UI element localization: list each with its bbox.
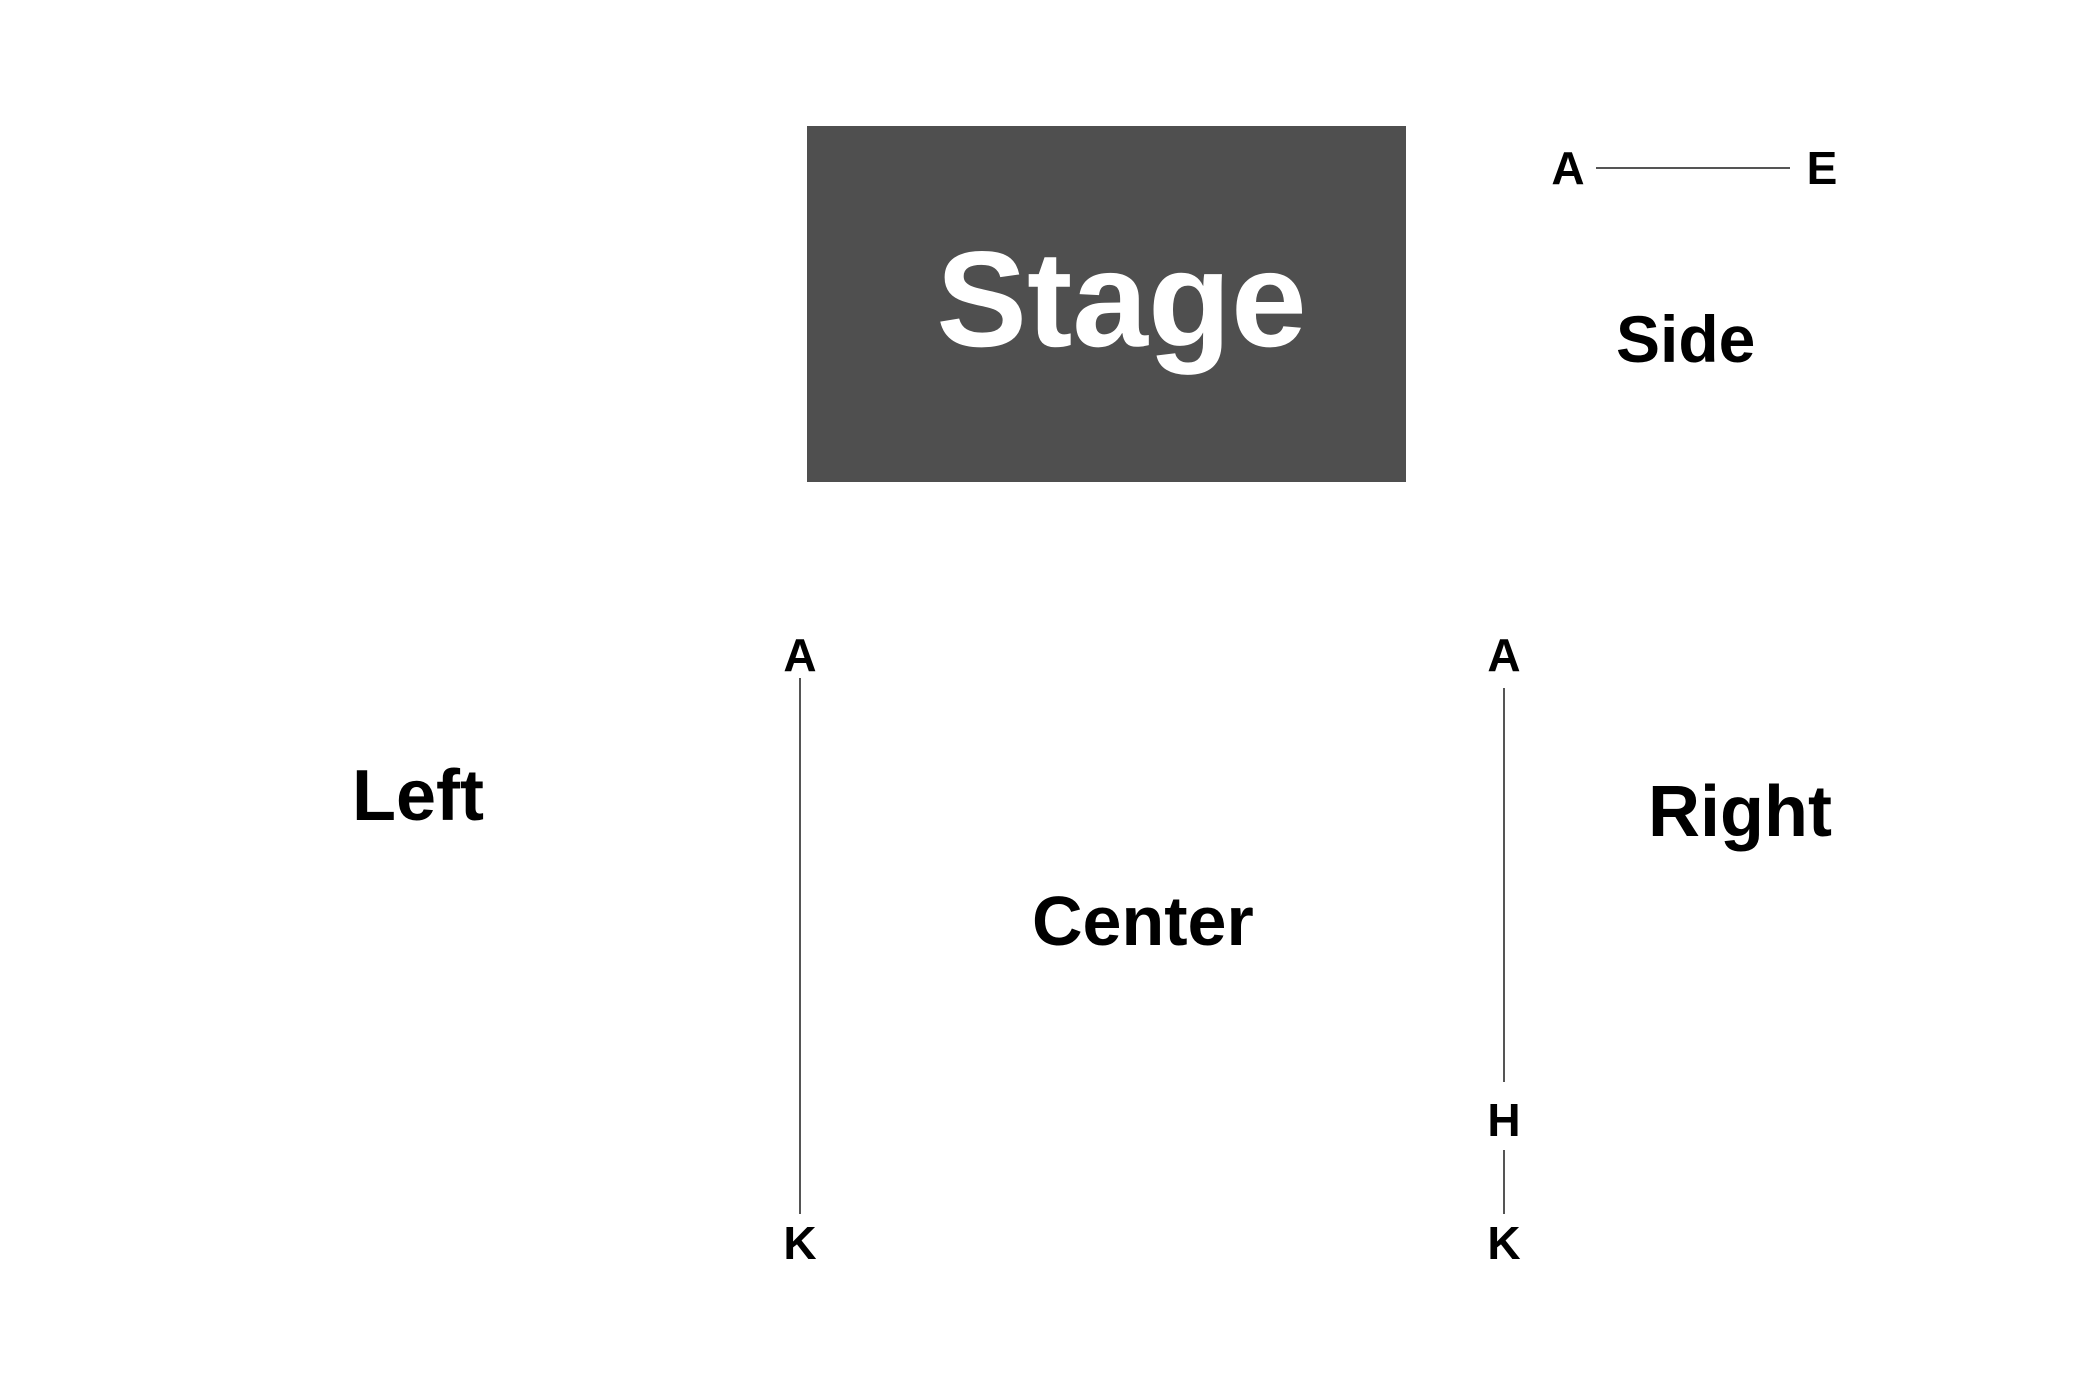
section-right-label: Right bbox=[1648, 772, 1832, 852]
right-row-end-label: K bbox=[1487, 1217, 1521, 1269]
center-row-end-label: K bbox=[783, 1217, 817, 1269]
center-row-start-label: A bbox=[783, 629, 817, 681]
section-left-label: Left bbox=[352, 756, 484, 836]
right-row-start-label: A bbox=[1487, 629, 1521, 681]
section-center-label: Center bbox=[1032, 882, 1254, 960]
side-row-end-label: E bbox=[1806, 142, 1838, 194]
right-row-mid-label: H bbox=[1487, 1094, 1521, 1146]
side-row-range-line bbox=[1596, 167, 1790, 169]
center-row-range-line bbox=[799, 678, 801, 1214]
stage: Stage bbox=[807, 126, 1406, 482]
right-row-range-line-lower bbox=[1503, 1150, 1505, 1214]
section-side-label: Side bbox=[1616, 302, 1756, 376]
right-row-range-line-upper bbox=[1503, 688, 1505, 1082]
side-row-start-label: A bbox=[1551, 142, 1585, 194]
stage-label: Stage bbox=[936, 223, 1307, 375]
